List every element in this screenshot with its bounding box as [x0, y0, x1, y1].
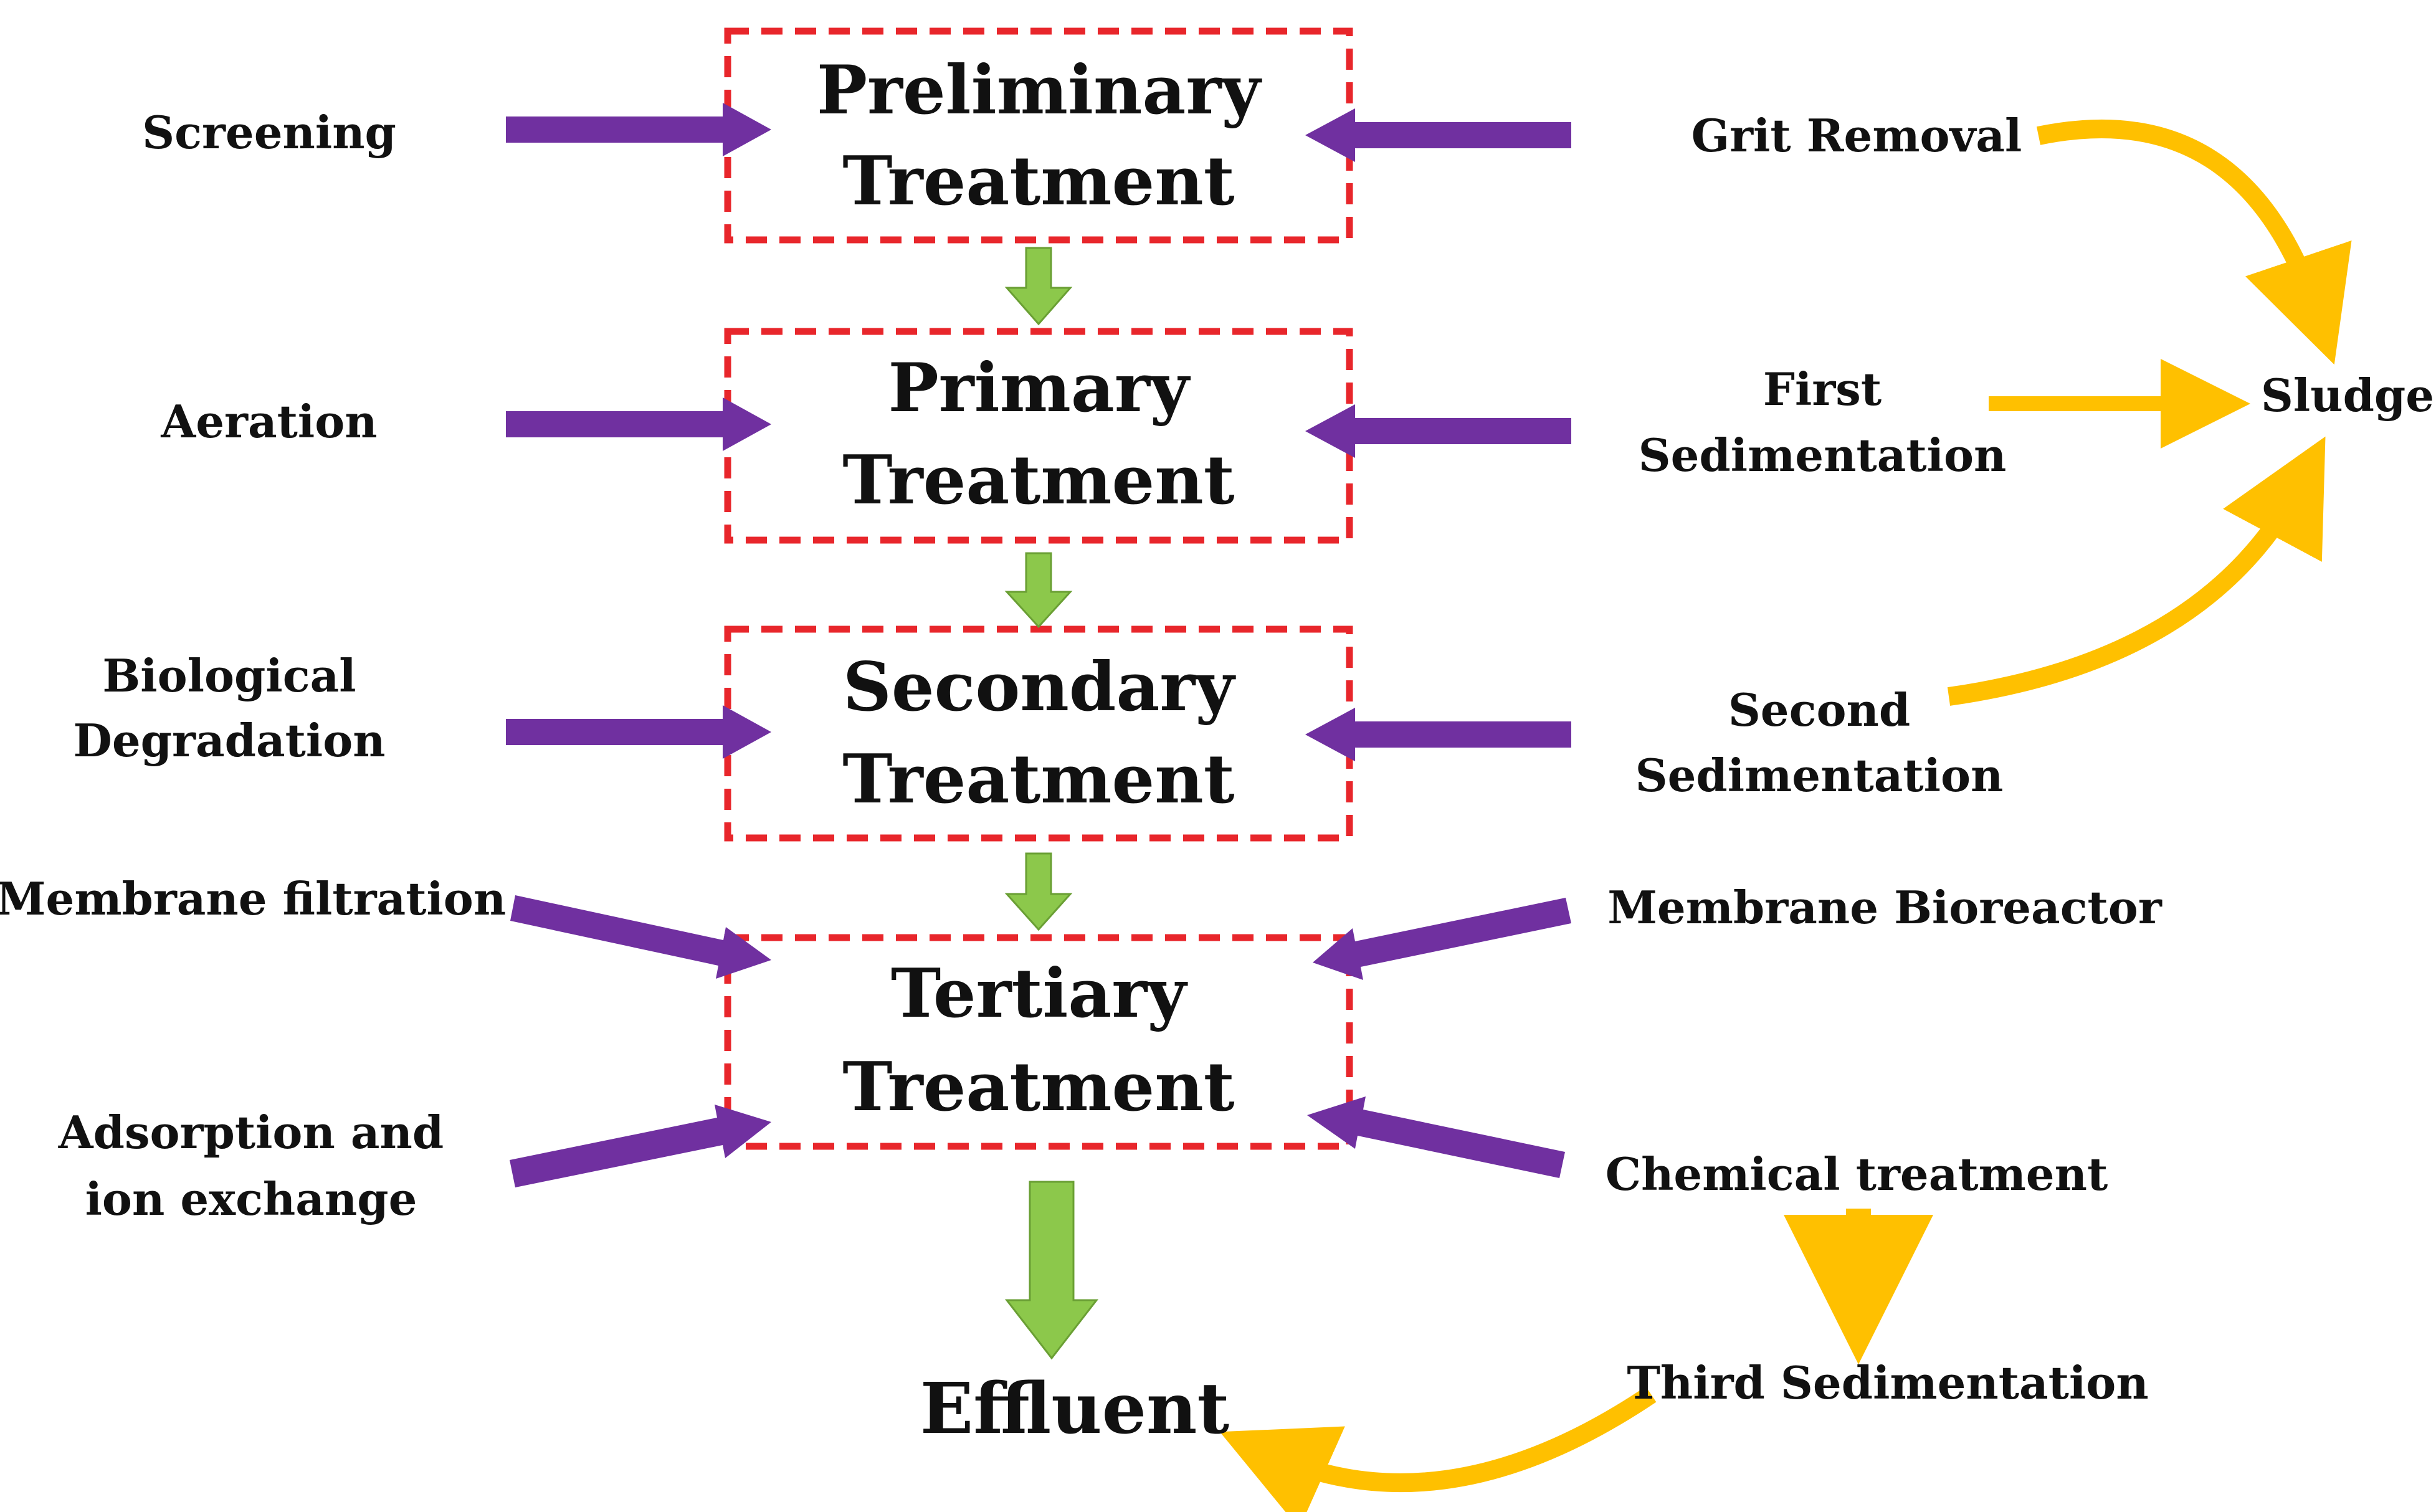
label-first-sedimentation-line1: First — [1763, 363, 1882, 416]
stage-label-secondary-line1: Secondary — [843, 648, 1236, 726]
arrow-membrane-filtration — [510, 895, 771, 979]
label-effluent: Effluent — [920, 1368, 1230, 1450]
label-aeration: Aeration — [160, 395, 377, 448]
label-screening: Screening — [142, 106, 396, 159]
sludge-arrow-grit-removal — [2036, 119, 2352, 365]
flow-arrow-primary-to-secondary — [1004, 552, 1073, 629]
stage-label-secondary-line2: Treatment — [842, 740, 1234, 819]
stage-preliminary: Preliminary Treatment — [724, 27, 1353, 244]
arrow-chemical-treatment — [1307, 1096, 1565, 1178]
label-third-sedimentation: Third Sedimentation — [1627, 1356, 2148, 1409]
stage-secondary: Secondary Treatment — [724, 625, 1353, 842]
arrow-third-sedimentation-to-effluent — [1219, 1386, 1657, 1512]
flow-arrow-secondary-to-tertiary — [1004, 852, 1073, 931]
label-sludge: Sludge — [2261, 369, 2434, 422]
arrow-second-sedimentation — [1305, 708, 1571, 761]
stage-tertiary: Tertiary Treatment — [724, 934, 1353, 1150]
flow-arrow-tertiary-to-effluent — [1004, 1181, 1099, 1360]
label-adsorption-line2: ion exchange — [85, 1172, 417, 1225]
stage-primary: Primary Treatment — [724, 328, 1353, 544]
flow-arrow-preliminary-to-primary — [1004, 247, 1073, 326]
stage-label-preliminary-line1: Preliminary — [817, 51, 1263, 130]
stage-label-primary-line2: Treatment — [842, 441, 1234, 520]
sludge-arrow-second-sedimentation — [1947, 436, 2326, 706]
arrow-grit-removal — [1305, 108, 1571, 162]
arrow-biological-degradation — [506, 705, 771, 759]
arrow-aeration — [506, 397, 771, 451]
label-second-sedimentation-line1: Second — [1728, 683, 1910, 736]
arrow-adsorption-ion-exchange — [510, 1105, 771, 1187]
arrow-first-sedimentation — [1305, 404, 1571, 458]
label-second-sedimentation-line2: Sedimentation — [1635, 749, 2004, 802]
stage-box-tertiary — [724, 934, 1353, 1150]
arrow-membrane-bioreactor — [1313, 898, 1571, 980]
arrow-screening — [506, 103, 771, 156]
label-first-sedimentation-line2: Sedimentation — [1639, 429, 2007, 482]
stage-label-primary-line1: Primary — [888, 349, 1191, 427]
label-adsorption-line1: Adsorption and — [58, 1106, 444, 1159]
label-membrane-filtration: Membrane filtration — [0, 872, 506, 925]
label-membrane-bioreactor: Membrane Bioreactor — [1607, 881, 2162, 934]
label-biological-line2: Degradation — [73, 714, 385, 767]
stage-label-tertiary-line2: Treatment — [842, 1048, 1234, 1126]
label-grit-removal: Grit Removal — [1691, 109, 2022, 162]
label-biological-line1: Biological — [102, 649, 356, 702]
label-chemical-treatment: Chemical treatment — [1606, 1148, 2108, 1201]
stage-label-tertiary-line1: Tertiary — [891, 954, 1188, 1033]
stage-label-preliminary-line2: Treatment — [842, 142, 1234, 221]
